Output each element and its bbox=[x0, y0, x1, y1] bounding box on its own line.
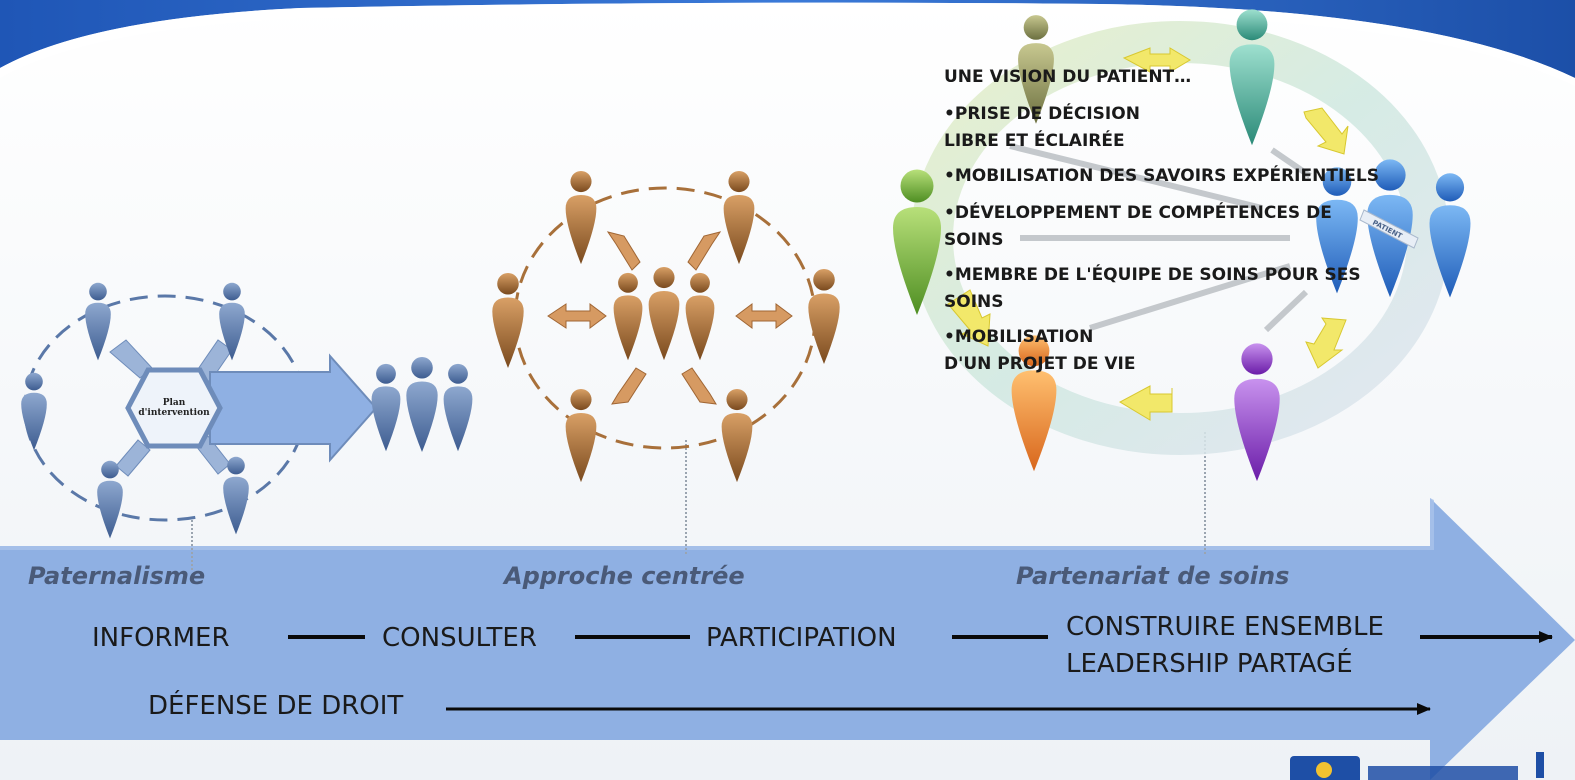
patient-vision-text: UNE VISION DU PATIENT… •PRISE DE DÉCISIO… bbox=[944, 64, 1414, 388]
stage-leadership-partage: LEADERSHIP PARTAGÉ bbox=[1066, 649, 1353, 679]
centered-cluster bbox=[492, 170, 840, 483]
plan-label-line-2: d'intervention bbox=[138, 408, 210, 418]
paternalism-arrow bbox=[209, 353, 378, 463]
vision-item-decision: •PRISE DE DÉCISION LIBRE ET ÉCLAIRÉE bbox=[944, 104, 1140, 151]
vision-item-savoirs: •MOBILISATION DES SAVOIRS EXPÉRIENTIELS bbox=[944, 166, 1379, 186]
vision-item-projet: •MOBILISATION D'UN PROJET DE VIE bbox=[944, 327, 1136, 374]
vision-item-membre: •MEMBRE DE L'ÉQUIPE DE SOINS POUR SES SO… bbox=[944, 265, 1361, 312]
plan-hexagon bbox=[125, 367, 223, 449]
era-label-partenariat: Partenariat de soins bbox=[1016, 562, 1290, 590]
stage-construire-ensemble: CONSTRUIRE ENSEMBLE bbox=[1066, 612, 1384, 642]
ring-arrow-2 bbox=[1303, 107, 1349, 155]
stage-informer: INFORMER bbox=[92, 623, 230, 653]
era-label-approche-centree: Approche centrée bbox=[504, 562, 745, 590]
patient-sash bbox=[1359, 209, 1419, 249]
ring-arrow-1 bbox=[1122, 47, 1191, 73]
plan-label-line-1: Plan bbox=[162, 398, 186, 408]
inner-arrows bbox=[1009, 143, 1312, 333]
plan-intervention-label: Plan d'intervention bbox=[129, 398, 219, 418]
ring-arrow-4 bbox=[1118, 385, 1173, 421]
vision-item-competences: •DÉVELOPPEMENT DE COMPÉTENCES DE SOINS bbox=[944, 203, 1332, 250]
ring-arrow-3 bbox=[1305, 317, 1347, 369]
partnership-cluster: PATIENT bbox=[893, 9, 1471, 482]
header-swoosh bbox=[0, 0, 1575, 78]
stage-consulter: CONSULTER bbox=[382, 623, 537, 653]
patient-vision-title: UNE VISION DU PATIENT… bbox=[944, 67, 1192, 87]
stage-participation: PARTICIPATION bbox=[706, 623, 897, 653]
institution-logo bbox=[1290, 752, 1544, 780]
paternalism-cluster bbox=[21, 282, 473, 539]
ring-arrow-5 bbox=[947, 289, 991, 347]
era-label-paternalisme: Paternalisme bbox=[28, 562, 206, 590]
advocacy-label: DÉFENSE DE DROIT bbox=[148, 691, 404, 721]
